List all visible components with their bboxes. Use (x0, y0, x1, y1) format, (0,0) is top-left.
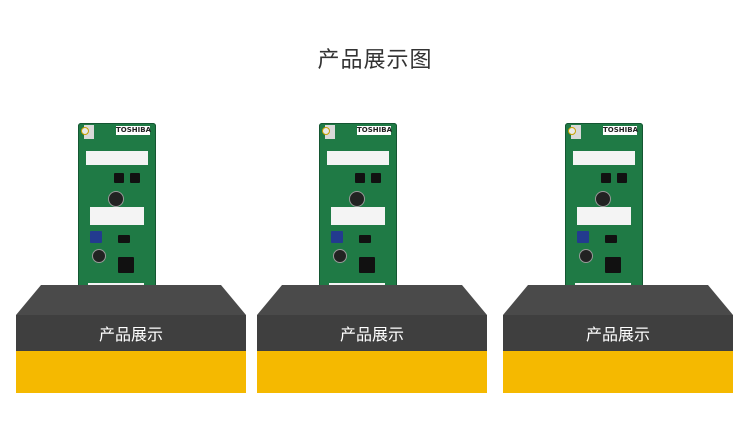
board-brand-logo: TOSHIBA (603, 126, 638, 135)
component-area (331, 207, 385, 225)
circuit-board-image: TOSHIBA (78, 123, 156, 301)
chip (601, 173, 611, 183)
chip (371, 173, 381, 183)
microcontroller (605, 257, 621, 273)
component-area (327, 151, 389, 165)
buzzer (349, 191, 365, 207)
chip (118, 235, 130, 243)
inductor (90, 231, 102, 243)
microcontroller (118, 257, 134, 273)
component-area (90, 207, 144, 225)
pedestal-base (503, 351, 733, 393)
chip (114, 173, 124, 183)
pedestal-label: 产品展示 (503, 315, 733, 351)
connector (571, 125, 581, 139)
page-title: 产品展示图 (317, 48, 433, 73)
chip (617, 173, 627, 183)
pedestal-base (257, 351, 487, 393)
product-display-2: TOSHIBA 产品展示 (257, 123, 487, 395)
capacitor (92, 249, 106, 263)
pedestal-top (503, 285, 733, 315)
inductor (577, 231, 589, 243)
component-area (573, 151, 635, 165)
capacitor (333, 249, 347, 263)
chip (355, 173, 365, 183)
product-display-1: TOSHIBA 产品展示 (16, 123, 246, 395)
pedestal-label: 产品展示 (16, 315, 246, 351)
mount-hole (81, 127, 89, 135)
chip (605, 235, 617, 243)
chip (359, 235, 371, 243)
inductor (331, 231, 343, 243)
microcontroller (359, 257, 375, 273)
buzzer (595, 191, 611, 207)
pedestal-label: 产品展示 (257, 315, 487, 351)
board-brand-logo: TOSHIBA (357, 126, 392, 135)
connector (84, 125, 94, 139)
buzzer (108, 191, 124, 207)
mount-hole (568, 127, 576, 135)
mount-hole (322, 127, 330, 135)
pedestal-top (257, 285, 487, 315)
board-brand-logo: TOSHIBA (116, 126, 151, 135)
product-display-3: TOSHIBA 产品展示 (503, 123, 733, 395)
connector (325, 125, 335, 139)
component-area (577, 207, 631, 225)
pedestal-top (16, 285, 246, 315)
component-area (86, 151, 148, 165)
circuit-board-image: TOSHIBA (565, 123, 643, 301)
capacitor (579, 249, 593, 263)
chip (130, 173, 140, 183)
circuit-board-image: TOSHIBA (319, 123, 397, 301)
pedestal-base (16, 351, 246, 393)
